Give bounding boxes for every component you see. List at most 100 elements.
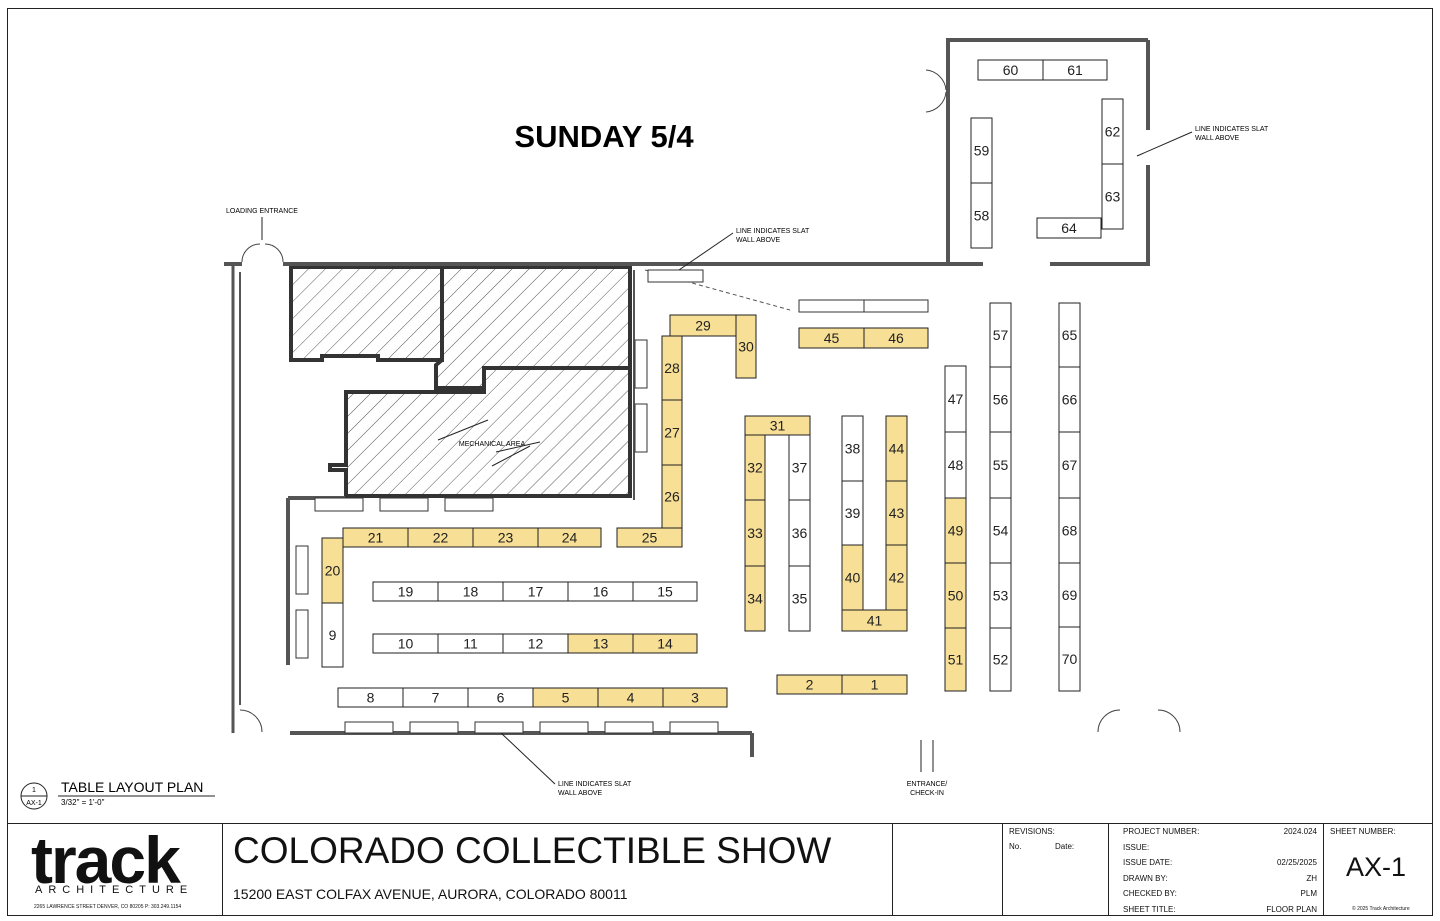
table-40-number: 40 xyxy=(845,570,861,586)
table-5-number: 5 xyxy=(562,690,570,706)
field-label: SHEET TITLE: xyxy=(1123,904,1176,914)
table-3: 3 xyxy=(662,687,728,708)
table-8-shape xyxy=(337,687,404,708)
unnumbered-table xyxy=(409,721,459,734)
table-60-number: 60 xyxy=(1003,62,1019,78)
table-20-number: 20 xyxy=(325,563,341,579)
table-30-number: 30 xyxy=(738,339,754,355)
table-7-number: 7 xyxy=(432,690,440,706)
table-57-number: 57 xyxy=(993,327,1009,343)
unnumbered-table xyxy=(798,299,865,313)
mechanical-area-label: MECHANICAL AREA xyxy=(459,441,526,448)
table-10-number: 10 xyxy=(398,636,414,652)
table-37: 37 xyxy=(788,434,811,501)
doors xyxy=(239,69,1181,733)
blank-cell xyxy=(892,824,1002,916)
table-27: 27 xyxy=(661,399,683,466)
table-46: 46 xyxy=(863,327,929,349)
table-47: 47 xyxy=(944,365,967,433)
table-46-number: 46 xyxy=(888,330,904,346)
project-title-cell: COLORADO COLLECTIBLE SHOW 15200 EAST COL… xyxy=(222,824,892,916)
table-45: 45 xyxy=(798,327,865,349)
table-40: 40 xyxy=(841,544,864,611)
table-44-shape xyxy=(885,415,908,482)
slat-wall-note-right: LINE INDICATES SLAT WALL ABOVE xyxy=(1136,126,1269,157)
table-63-shape xyxy=(1101,163,1124,230)
table-49: 49 xyxy=(944,497,967,564)
table-20: 20 xyxy=(321,537,344,604)
table-49-number: 49 xyxy=(948,523,964,539)
svg-text:LINE INDICATES SLAT: LINE INDICATES SLAT xyxy=(1195,126,1269,133)
table-6-number: 6 xyxy=(497,690,505,706)
table-25-number: 25 xyxy=(642,530,658,546)
table-52-number: 52 xyxy=(993,652,1009,668)
table-50-number: 50 xyxy=(948,588,964,604)
table-61: 61 xyxy=(1042,59,1108,81)
firm-logo-cell: track ARCHITECTURE 2265 LAWRENCE STREET … xyxy=(7,823,222,916)
table-25: 25 xyxy=(616,527,683,548)
table-18: 18 xyxy=(437,581,504,602)
unnumbered-table xyxy=(344,721,394,734)
table-9-number: 9 xyxy=(329,627,337,643)
table-41-number: 41 xyxy=(867,613,883,629)
table-1-number: 1 xyxy=(871,677,879,693)
table-13: 13 xyxy=(567,633,634,654)
field-value: PLM xyxy=(1300,889,1317,898)
table-64: 64 xyxy=(1036,217,1102,239)
svg-text:WALL ABOVE: WALL ABOVE xyxy=(558,790,603,797)
unnumbered-table xyxy=(634,403,648,453)
table-8-number: 8 xyxy=(367,690,375,706)
table-59: 59 xyxy=(970,117,993,184)
table-25-shape xyxy=(616,527,683,548)
table-42-number: 42 xyxy=(889,570,905,586)
table-62: 62 xyxy=(1101,98,1124,165)
field-value: FLOOR PLAN xyxy=(1266,904,1317,914)
table-19: 19 xyxy=(372,581,439,602)
table-39-number: 39 xyxy=(845,505,861,521)
table-19-number: 19 xyxy=(398,584,414,600)
table-21: 21 xyxy=(342,527,409,548)
table-34: 34 xyxy=(744,565,766,632)
table-42: 42 xyxy=(885,544,908,611)
table-19-shape xyxy=(372,581,439,602)
table-64-shape xyxy=(1036,217,1102,239)
svg-text:AX-1: AX-1 xyxy=(26,800,42,807)
table-15: 15 xyxy=(632,581,698,602)
table-44: 44 xyxy=(885,415,908,482)
slat-wall-note-bottom: LINE INDICATES SLAT WALL ABOVE xyxy=(499,731,632,797)
table-24-number: 24 xyxy=(562,530,578,546)
drawing-frame xyxy=(7,8,1433,916)
table-56: 56 xyxy=(989,366,1012,433)
field-label: DRAWN BY: xyxy=(1123,873,1168,883)
unnumbered-table xyxy=(295,609,309,659)
table-24: 24 xyxy=(537,527,602,548)
table-36-number: 36 xyxy=(792,525,808,541)
project-title: COLORADO COLLECTIBLE SHOW xyxy=(233,830,832,871)
firm-address: 2265 LAWRENCE STREET DENVER, CO 80205 P:… xyxy=(34,904,182,910)
table-31: 31 xyxy=(744,415,811,436)
table-32-number: 32 xyxy=(747,460,763,476)
table-12-number: 12 xyxy=(528,636,544,652)
table-55-number: 55 xyxy=(993,457,1009,473)
svg-text:CHECK-IN: CHECK-IN xyxy=(910,790,944,797)
table-67-number: 67 xyxy=(1062,457,1078,473)
table-4-number: 4 xyxy=(627,690,635,706)
table-32: 32 xyxy=(744,434,766,501)
table-23-number: 23 xyxy=(498,530,514,546)
table-17: 17 xyxy=(502,581,569,602)
table-14-shape xyxy=(632,633,698,654)
table-68-number: 68 xyxy=(1062,523,1078,539)
table-47-number: 47 xyxy=(948,391,964,407)
table-48-number: 48 xyxy=(948,457,964,473)
table-33-number: 33 xyxy=(747,525,763,541)
table-2-shape xyxy=(776,674,843,695)
svg-text:WALL ABOVE: WALL ABOVE xyxy=(1195,135,1240,142)
unnumbered-table xyxy=(444,497,494,512)
firm-logo: track xyxy=(31,823,181,897)
table-70-shape xyxy=(1058,626,1081,692)
table-36: 36 xyxy=(788,499,811,567)
unnumbered-table xyxy=(474,721,524,734)
table-60: 60 xyxy=(977,59,1044,81)
floor-plan: SUNDAY 5/4 MECHANICAL AREA LINE INDICATE… xyxy=(20,38,1269,810)
table-29-number: 29 xyxy=(695,318,711,334)
